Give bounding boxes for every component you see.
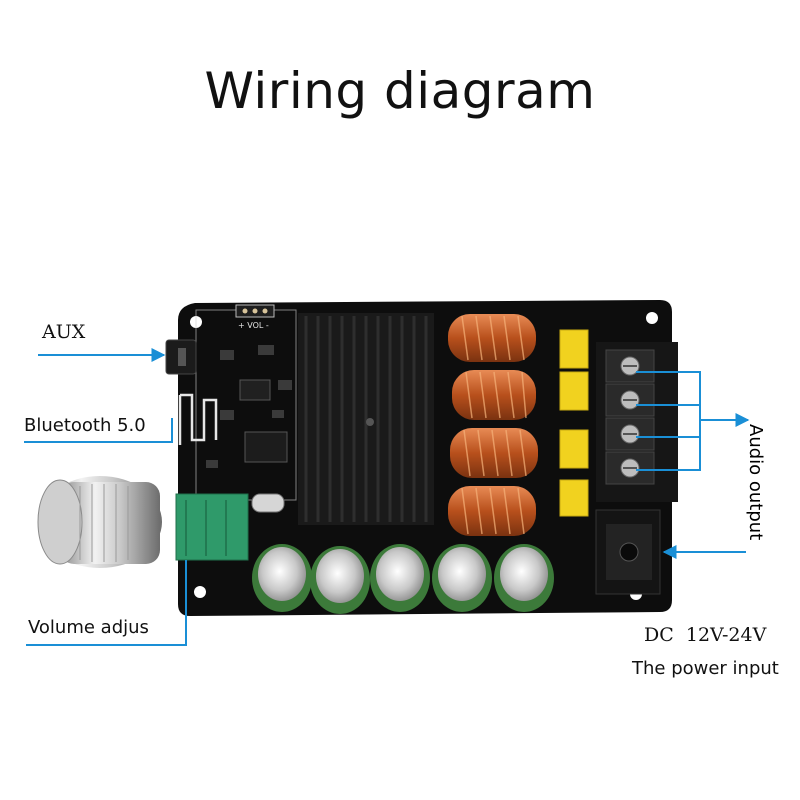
power-input-label: The power input bbox=[632, 658, 779, 679]
dc-range-label: DC 12V-24V bbox=[644, 624, 767, 646]
mount-hole-tr bbox=[646, 312, 658, 324]
electrolytic-capacitors bbox=[252, 544, 554, 614]
aux-label: AUX bbox=[42, 321, 86, 343]
volume-pointer bbox=[26, 560, 187, 646]
crystal-oscillator bbox=[251, 493, 285, 513]
volume-knob[interactable] bbox=[37, 476, 162, 568]
audio-output-label: Audio output bbox=[745, 424, 766, 541]
speaker-terminal-block[interactable] bbox=[596, 342, 678, 502]
bluetooth-antenna bbox=[178, 393, 218, 445]
pointer-lines bbox=[24, 348, 750, 646]
bluetooth-pointer bbox=[24, 418, 173, 443]
bluetooth-label: Bluetooth 5.0 bbox=[24, 415, 146, 436]
volume-potentiometer bbox=[175, 493, 249, 561]
film-capacitors bbox=[559, 329, 589, 517]
vol-silkscreen: + VOL - bbox=[238, 321, 269, 330]
dc-power-jack[interactable] bbox=[595, 509, 661, 595]
inductor-coils bbox=[448, 314, 538, 536]
mount-hole-bl bbox=[194, 586, 206, 598]
bluetooth-chip bbox=[244, 431, 288, 463]
page-title: Wiring diagram bbox=[204, 62, 596, 120]
volume-label: Volume adjus bbox=[28, 617, 149, 638]
ic-chip bbox=[239, 379, 271, 401]
heatsink bbox=[298, 313, 434, 525]
